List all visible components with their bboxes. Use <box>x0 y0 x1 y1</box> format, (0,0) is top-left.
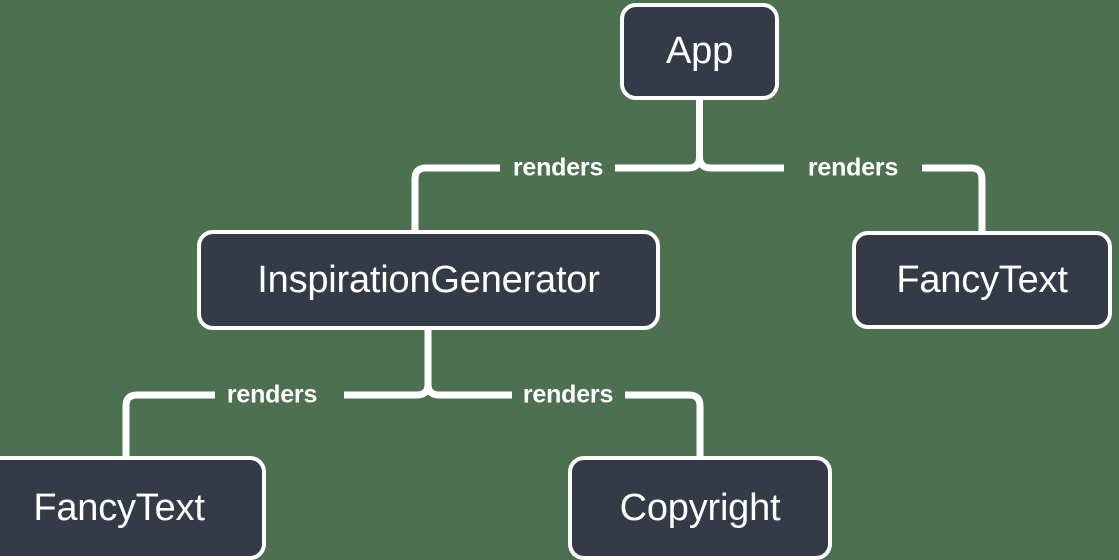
edge-app-to-fancytext-right <box>696 156 784 172</box>
node-inspiration-generator-label: InspirationGenerator <box>257 258 600 301</box>
edge-inspiration-generator-to-fancytext-bottom-tail <box>122 391 215 456</box>
node-fancytext-bottom-label: FancyText <box>33 486 205 529</box>
edge-label-app-to-inspiration-generator: renders <box>512 153 604 182</box>
node-copyright[interactable]: Copyright <box>568 456 832 560</box>
edge-inspiration-generator-to-copyright-tail <box>625 391 704 456</box>
edge-label-inspiration-generator-to-fancytext-bottom: renders <box>226 380 318 409</box>
edge-label-inspiration-generator-to-copyright: renders <box>522 380 614 409</box>
edge-app-to-fancytext-right-tail <box>922 164 986 231</box>
node-copyright-label: Copyright <box>619 486 781 529</box>
edge-app-to-inspiration-generator <box>615 156 703 172</box>
node-fancytext-right[interactable]: FancyText <box>852 231 1112 329</box>
node-inspiration-generator[interactable]: InspirationGenerator <box>197 230 660 330</box>
node-app[interactable]: App <box>620 3 779 100</box>
edge-app-to-inspiration-generator-tail <box>411 164 500 230</box>
node-fancytext-bottom[interactable]: FancyText <box>0 456 266 560</box>
node-fancytext-right-label: FancyText <box>896 258 1068 301</box>
edge-label-app-to-fancytext-right: renders <box>807 153 899 182</box>
node-app-label: App <box>665 30 733 72</box>
edge-inspiration-generator-to-copyright <box>424 383 512 399</box>
edge-inspiration-generator-to-fancytext-bottom <box>344 383 432 399</box>
